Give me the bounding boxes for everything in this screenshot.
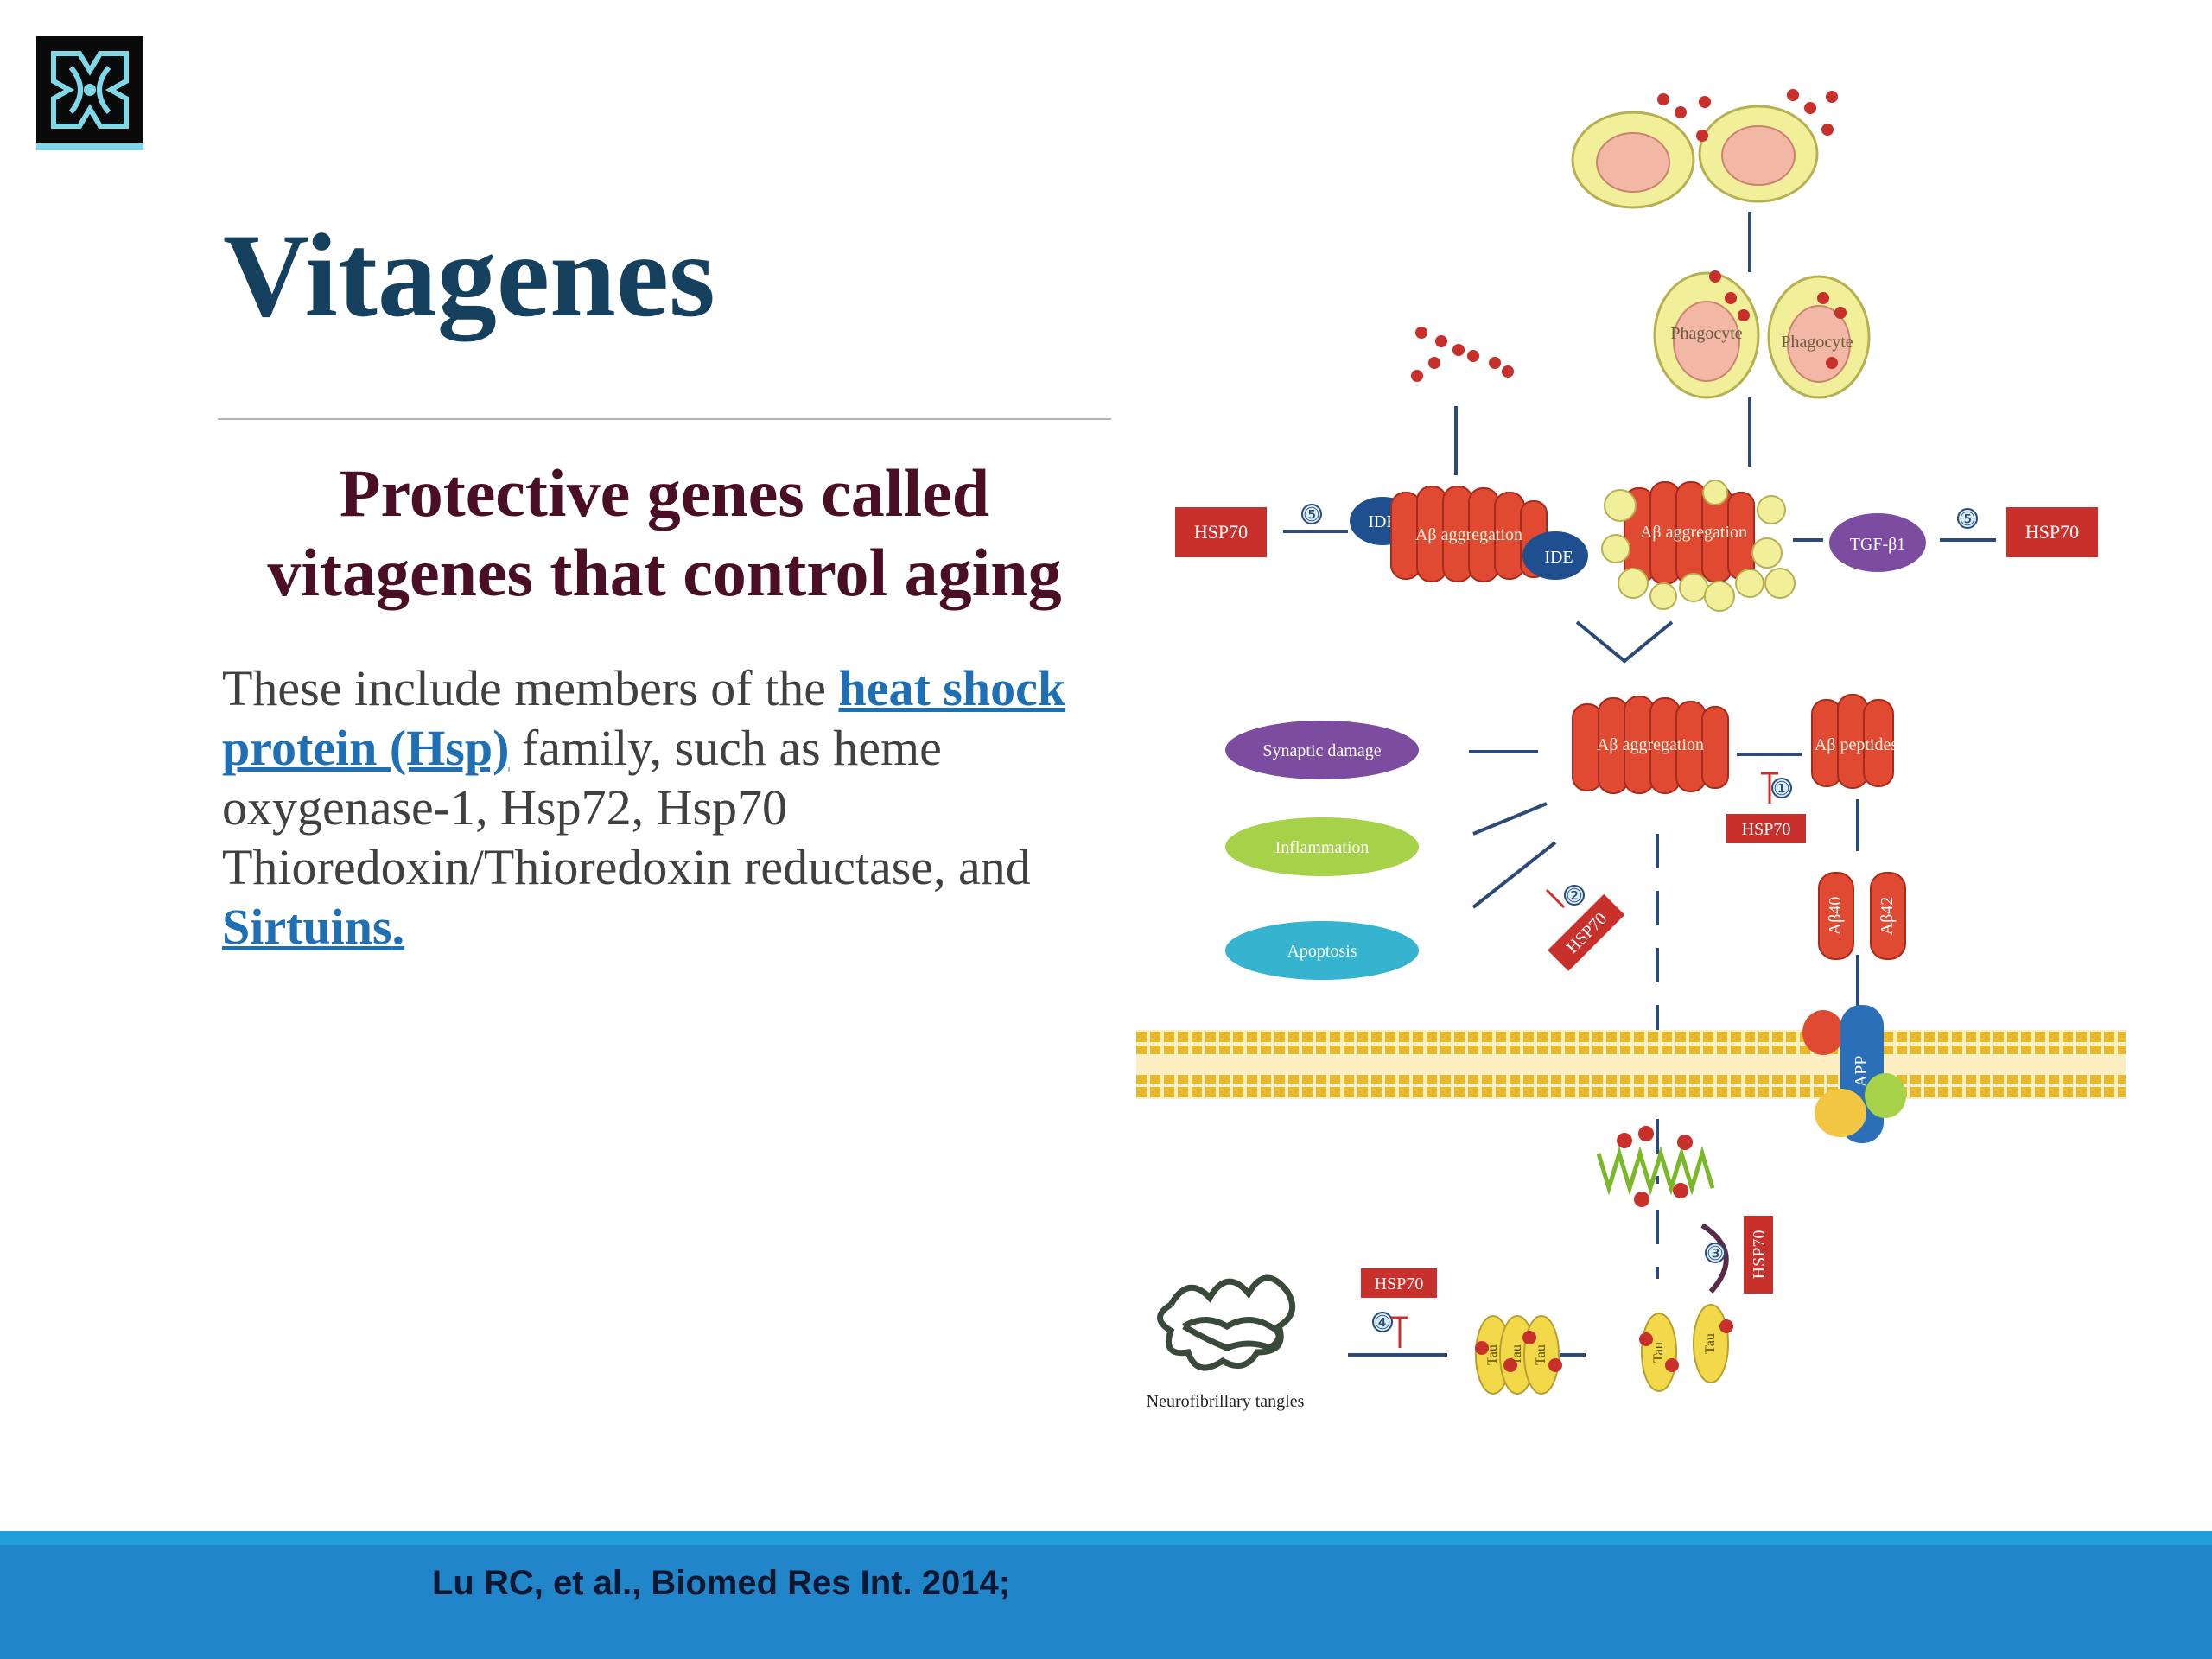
svg-text:HSP70: HSP70: [1194, 521, 1248, 543]
phagocyte-label-2: Phagocyte: [1781, 333, 1853, 352]
body-intro: These include members of the: [222, 660, 839, 716]
hsp70-box-step2: HSP70: [1548, 893, 1625, 971]
abeta-peptides-label: Aβ peptides: [1815, 735, 1897, 754]
tau-label-1: Tau: [1485, 1344, 1500, 1365]
tau-label-4: Tau: [1651, 1342, 1666, 1363]
svg-text:HSP70: HSP70: [1750, 1230, 1769, 1280]
svg-text:HSP70: HSP70: [2025, 521, 2079, 543]
phagocyte-label-1: Phagocyte: [1670, 324, 1742, 343]
hsp-link[interactable]: heat shock protein (Hsp): [222, 660, 1066, 776]
title-divider: [218, 418, 1111, 420]
inflammation-label: Inflammation: [1275, 838, 1370, 857]
slide-title: Vitagenes: [223, 209, 715, 341]
abeta-aggregation-label-3: Aβ aggregation: [1597, 735, 1704, 754]
step-3: ③: [1707, 1243, 1724, 1264]
svg-text:HSP70: HSP70: [1742, 820, 1791, 839]
abeta-aggregation-label-1: Aβ aggregation: [1415, 525, 1522, 544]
cell-membrane: [1136, 1030, 2126, 1099]
step-4: ④: [1374, 1312, 1391, 1333]
abeta42-label: Aβ42: [1878, 897, 1897, 936]
body-mid: family, such as heme oxygenase-1, Hsp72,…: [222, 720, 1031, 895]
step-2: ②: [1566, 885, 1583, 906]
hsp70-box-step3: HSP70: [1744, 1216, 1773, 1294]
abeta40-label: Aβ40: [1826, 897, 1845, 936]
hsp70-box-step4: HSP70: [1361, 1268, 1437, 1298]
tau-label-3: Tau: [1534, 1344, 1548, 1365]
hsp70-box-left: HSP70: [1175, 507, 1267, 557]
body-paragraph: These include members of the heat shock …: [222, 658, 1086, 957]
tgf-beta1-label: TGF-β1: [1850, 535, 1906, 554]
slide-subtitle: Protective genes called vitagenes that c…: [267, 455, 1062, 610]
hsp70-pathway-diagram: Phagocyte Phagocyte HSP70 HSP70 ⑤ ⑤ IDE: [1136, 89, 2126, 1411]
sirtuins-link[interactable]: Sirtuins: [222, 899, 392, 955]
hsp70-box-right: HSP70: [2006, 507, 2098, 557]
neurofibrillary-tangles-label: Neurofibrillary tangles: [1147, 1392, 1305, 1411]
step-5-left: ⑤: [1303, 504, 1320, 525]
ide-label-2: IDE: [1544, 548, 1573, 567]
step-1: ①: [1773, 778, 1790, 799]
app-label: APP: [1852, 1056, 1871, 1088]
citation: Lu RC, et al., Biomed Res Int. 2014;: [432, 1564, 1011, 1602]
institution-logo: [36, 36, 143, 150]
svg-text:HSP70: HSP70: [1375, 1274, 1424, 1294]
step-5-right: ⑤: [1959, 508, 1976, 530]
tau-label-5: Tau: [1703, 1333, 1718, 1354]
ide-label-1: IDE: [1368, 512, 1396, 531]
apoptosis-label: Apoptosis: [1287, 942, 1357, 961]
footer-accent-strip: [0, 1531, 2212, 1545]
hsp70-box-step1: HSP70: [1726, 814, 1806, 843]
neurofibrillary-tangle-illustration: [1157, 1274, 1296, 1371]
sirtuins-link-period[interactable]: .: [391, 899, 405, 955]
synaptic-damage-label: Synaptic damage: [1262, 741, 1381, 760]
footer-bar: [0, 1545, 2212, 1659]
abeta-aggregation-label-2: Aβ aggregation: [1640, 523, 1747, 542]
